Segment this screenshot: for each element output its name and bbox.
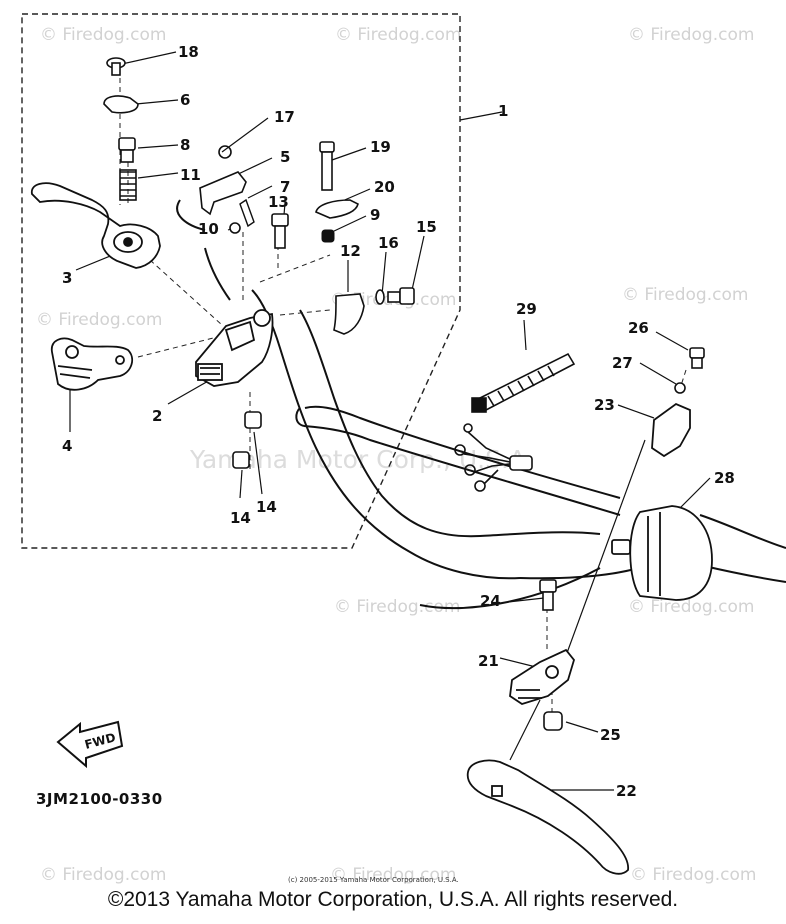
part-lever-3 xyxy=(31,182,161,269)
part-screw-18 xyxy=(106,57,126,76)
part-clip-5 xyxy=(199,171,247,216)
part-label: 3 xyxy=(62,269,72,287)
part-label: 20 xyxy=(374,178,395,196)
watermark: © Firedog.com xyxy=(628,25,754,45)
part-label: 19 xyxy=(370,138,391,156)
watermark: © Firedog.com xyxy=(40,865,166,885)
part-clip-17 xyxy=(218,145,232,159)
part-spring-11 xyxy=(119,169,137,201)
part-lever-22 xyxy=(466,759,629,875)
part-label: 27 xyxy=(612,354,633,372)
part-washer-16 xyxy=(375,289,385,305)
part-switch-28 xyxy=(611,505,713,601)
part-clamp-12 xyxy=(333,293,365,335)
watermarks: © Firedog.com © Firedog.com © Firedog.co… xyxy=(36,25,756,885)
part-label: 2 xyxy=(152,407,162,425)
part-nut-9 xyxy=(321,229,335,243)
diagram-code: 3JM2100-0330 xyxy=(36,790,163,808)
part-bolt-15 xyxy=(387,287,415,305)
part-label: 11 xyxy=(180,166,201,184)
part-lever-holder-21 xyxy=(509,648,575,705)
part-label: 24 xyxy=(480,592,501,610)
part-bolt-19 xyxy=(319,141,335,191)
part-label: 7 xyxy=(280,178,290,196)
watermark: © Firedog.com xyxy=(335,25,461,45)
part-bracket-4 xyxy=(50,337,134,391)
watermark: © Firedog.com xyxy=(628,597,754,617)
part-nut-10 xyxy=(229,222,241,234)
part-label: 14 xyxy=(230,509,251,527)
watermark: © Firedog.com xyxy=(630,865,756,885)
part-label: 21 xyxy=(478,652,499,670)
part-label: 6 xyxy=(180,91,190,109)
leader-lines xyxy=(69,51,711,791)
watermark: © Firedog.com xyxy=(334,597,460,617)
part-nut-25 xyxy=(543,711,563,731)
part-screw-26 xyxy=(689,347,705,369)
handlebar xyxy=(176,199,786,610)
part-bolt-8 xyxy=(118,137,136,163)
part-label: 18 xyxy=(178,43,199,61)
assembly-boundary xyxy=(21,13,461,549)
part-master-cylinder-2 xyxy=(195,309,274,387)
part-label: 9 xyxy=(370,206,380,224)
part-nut-14 xyxy=(232,411,262,469)
part-label: 16 xyxy=(378,234,399,252)
watermark: © Firedog.com xyxy=(36,310,162,330)
part-label: 4 xyxy=(62,437,72,455)
part-label: 5 xyxy=(280,148,290,166)
part-label: 28 xyxy=(714,469,735,487)
part-label: 25 xyxy=(600,726,621,744)
part-labels: 1 2 3 4 5 6 7 8 9 10 11 12 13 14 14 15 1… xyxy=(62,43,735,800)
part-cable-tie-29 xyxy=(471,352,576,413)
small-copyright: (c) 2005-2015 Yamaha Motor Corporation, … xyxy=(288,876,459,884)
copyright-notice: ©2013 Yamaha Motor Corporation, U.S.A. A… xyxy=(107,888,679,911)
part-label: 8 xyxy=(180,136,190,154)
part-label: 1 xyxy=(498,102,508,120)
part-label: 26 xyxy=(628,319,649,337)
part-bolt-24 xyxy=(539,579,557,611)
part-label: 15 xyxy=(416,218,437,236)
watermark: © Firedog.com xyxy=(40,25,166,45)
part-pin-7 xyxy=(239,198,255,228)
part-wire-harness xyxy=(454,423,533,492)
part-bolt-13 xyxy=(271,213,289,249)
part-label: 14 xyxy=(256,498,277,516)
part-clamp-23 xyxy=(651,402,691,458)
watermark: © Firedog.com xyxy=(622,285,748,305)
part-label: 22 xyxy=(616,782,637,800)
part-label: 23 xyxy=(594,396,615,414)
part-label: 13 xyxy=(268,193,289,211)
part-washer-27 xyxy=(674,382,686,394)
fwd-arrow: FWD xyxy=(56,720,124,769)
part-plate-6 xyxy=(103,95,139,114)
part-plate-20 xyxy=(315,199,359,219)
part-label: 12 xyxy=(340,242,361,260)
part-label: 29 xyxy=(516,300,537,318)
part-label: 10 xyxy=(198,220,219,238)
watermark: © Firedog.com xyxy=(330,865,456,885)
part-label: 17 xyxy=(274,108,295,126)
